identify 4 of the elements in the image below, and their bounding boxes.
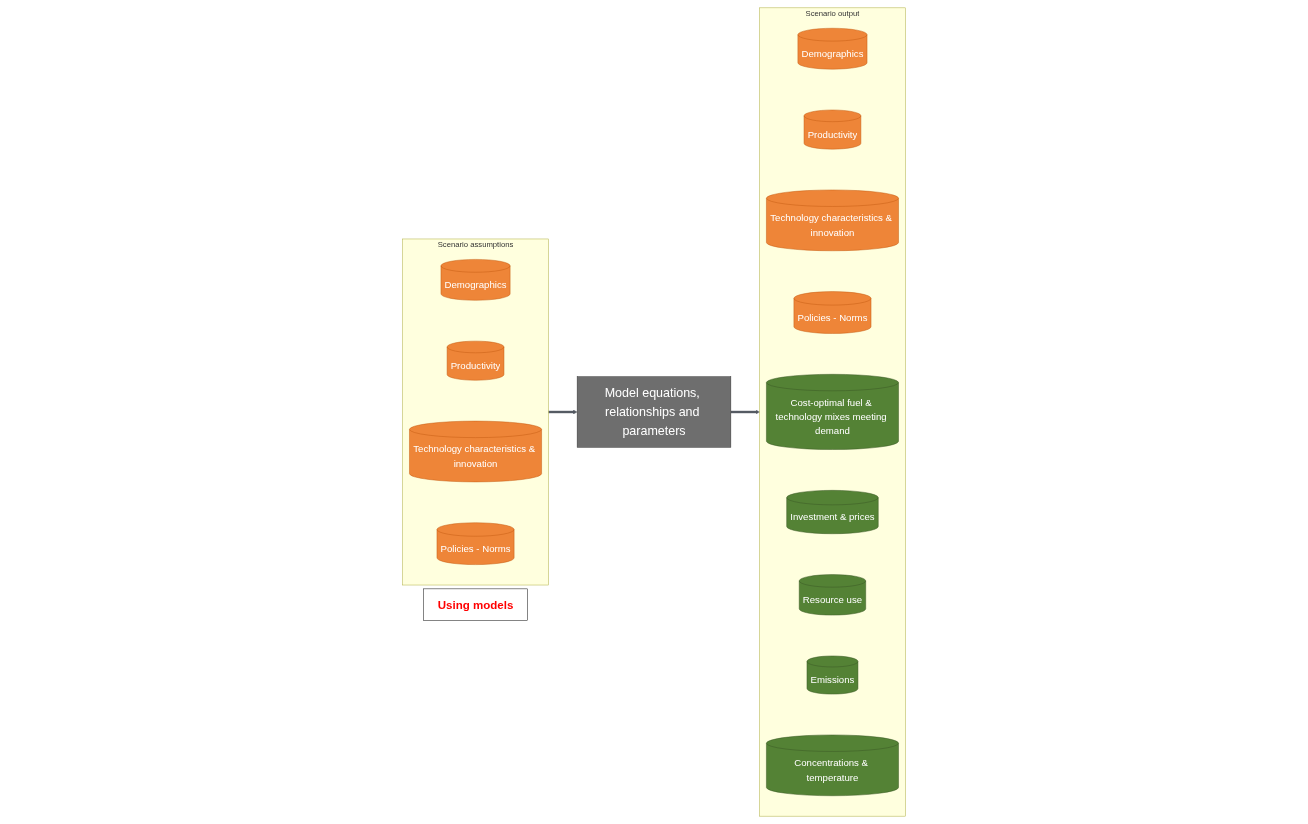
node-box: Using models xyxy=(423,588,528,621)
arrow xyxy=(730,409,760,415)
arrow xyxy=(548,409,578,415)
node-box: Model equations, relationships and parameters xyxy=(576,376,732,448)
